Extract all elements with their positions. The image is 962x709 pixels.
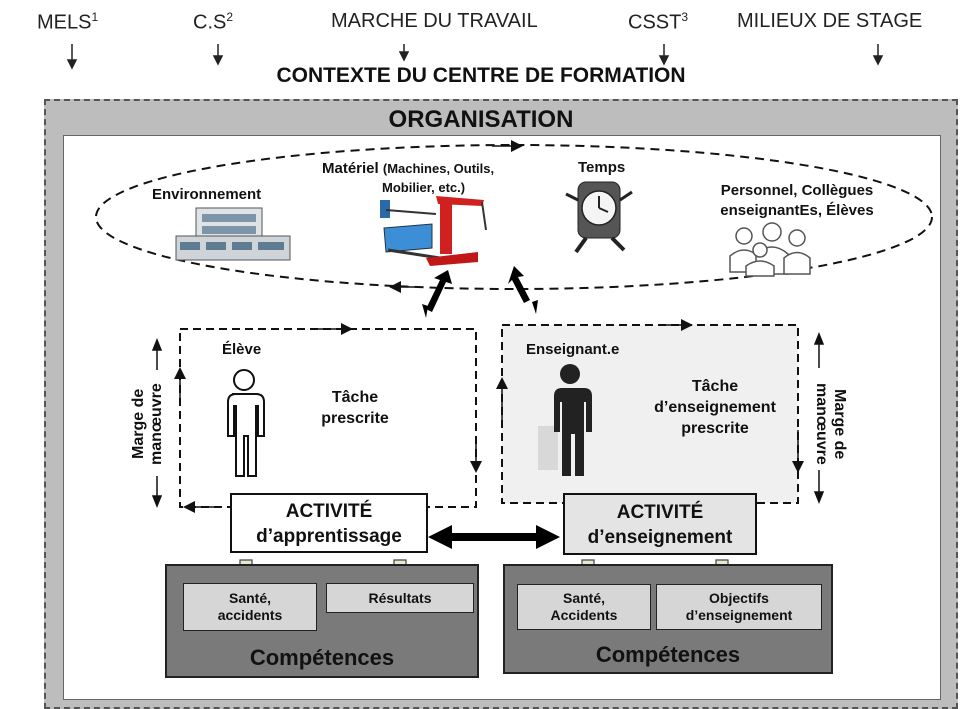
teacher-task-line-1: Tâche xyxy=(691,378,739,395)
teacher-health-line-1: Santé, xyxy=(562,590,605,606)
student-task-line-1: Tâche xyxy=(331,389,379,406)
building-icon xyxy=(175,207,291,261)
teaching-activity-box: ACTIVITÉ d’enseignement xyxy=(563,493,757,555)
factor-footnote: 1 xyxy=(91,10,99,24)
temps-label: Temps xyxy=(578,159,626,176)
personnel-line-1: Personnel, Collègues xyxy=(720,182,874,199)
external-factor-csst: CSST3 xyxy=(628,10,688,35)
personnel-line-2: enseignantEs, Élèves xyxy=(720,202,874,219)
factor-label: MARCHE DU TRAVAIL xyxy=(331,10,538,32)
teaching-activity-line-1: ACTIVITÉ xyxy=(616,502,704,523)
learning-activity-box: ACTIVITÉ d’apprentissage xyxy=(230,493,428,553)
factor-label: MELS xyxy=(37,11,92,34)
teacher-objectives-line-1: Objectifs xyxy=(709,590,769,606)
organisation-title: ORGANISATION xyxy=(388,106,574,133)
external-factor-stage: MILIEUX DE STAGE xyxy=(737,10,922,33)
student-task-line-2: prescrite xyxy=(321,410,389,427)
student-task-label: Tâche prescrite xyxy=(300,387,410,429)
student-label: Élève xyxy=(222,341,262,358)
external-factor-mels: MELS1 xyxy=(37,10,98,35)
external-factor-marche: MARCHE DU TRAVAIL xyxy=(331,10,538,33)
student-outcome-results: Résultats xyxy=(326,583,474,613)
factor-label: MILIEUX DE STAGE xyxy=(737,10,923,32)
student-margin-label: Marge de manœuvre xyxy=(130,383,165,465)
margin-arrows xyxy=(151,331,825,509)
teacher-task-box xyxy=(501,324,799,504)
teacher-outcome-health: Santé, Accidents xyxy=(517,584,651,630)
teacher-objectives-line-2: d’enseignement xyxy=(685,607,793,623)
learning-activity-line-2: d’apprentissage xyxy=(256,526,402,547)
materiel-title: Matériel xyxy=(322,160,379,177)
materiel-label: Matériel (Machines, Outils, xyxy=(322,160,494,177)
teacher-figure-icon xyxy=(538,364,592,476)
student-outcome-health: Santé, accidents xyxy=(183,583,317,631)
student-results-label: Résultats xyxy=(368,589,432,606)
teacher-task-label: Tâche d’enseignement prescrite xyxy=(640,376,790,439)
materiel-detail-2: Mobilier, etc.) xyxy=(382,180,466,195)
personnel-label: Personnel, Collègues enseignantEs, Élève… xyxy=(682,181,912,221)
factor-arrows xyxy=(66,44,884,70)
factor-label: C.S xyxy=(193,11,227,34)
teacher-competences-label: Compétences xyxy=(595,642,741,667)
factor-footnote: 2 xyxy=(226,10,234,24)
teaching-activity-line-2: d’enseignement xyxy=(587,527,733,548)
student-health-line-1: Santé, xyxy=(228,590,271,606)
teacher-label: Enseignant.e xyxy=(526,341,620,358)
people-icon xyxy=(729,222,811,277)
clock-icon xyxy=(565,181,633,254)
external-factor-cs: C.S2 xyxy=(193,10,233,35)
materiel-detail: (Machines, Outils, xyxy=(382,161,495,176)
student-health-line-2: accidents xyxy=(217,607,283,623)
student-competences-label: Compétences xyxy=(249,645,395,670)
teacher-task-line-3: prescrite xyxy=(681,420,749,437)
context-title: CONTEXTE DU CENTRE DE FORMATION xyxy=(276,64,686,87)
factor-label: CSST xyxy=(628,11,682,34)
link-arrows xyxy=(422,266,538,318)
teacher-outcome-objectives: Objectifs d’enseignement xyxy=(656,584,822,630)
student-figure-icon xyxy=(227,369,265,477)
teacher-margin-label: Marge de manœuvre xyxy=(813,383,848,465)
environnement-label: Environnement xyxy=(152,186,262,203)
factor-footnote: 3 xyxy=(681,10,689,24)
teacher-health-line-2: Accidents xyxy=(550,607,618,623)
learning-activity-line-1: ACTIVITÉ xyxy=(285,501,373,522)
forklift-icon xyxy=(380,196,487,266)
teacher-task-line-2: d’enseignement xyxy=(654,399,776,416)
resources-ellipse xyxy=(95,144,933,290)
activities-double-arrow xyxy=(428,525,560,549)
